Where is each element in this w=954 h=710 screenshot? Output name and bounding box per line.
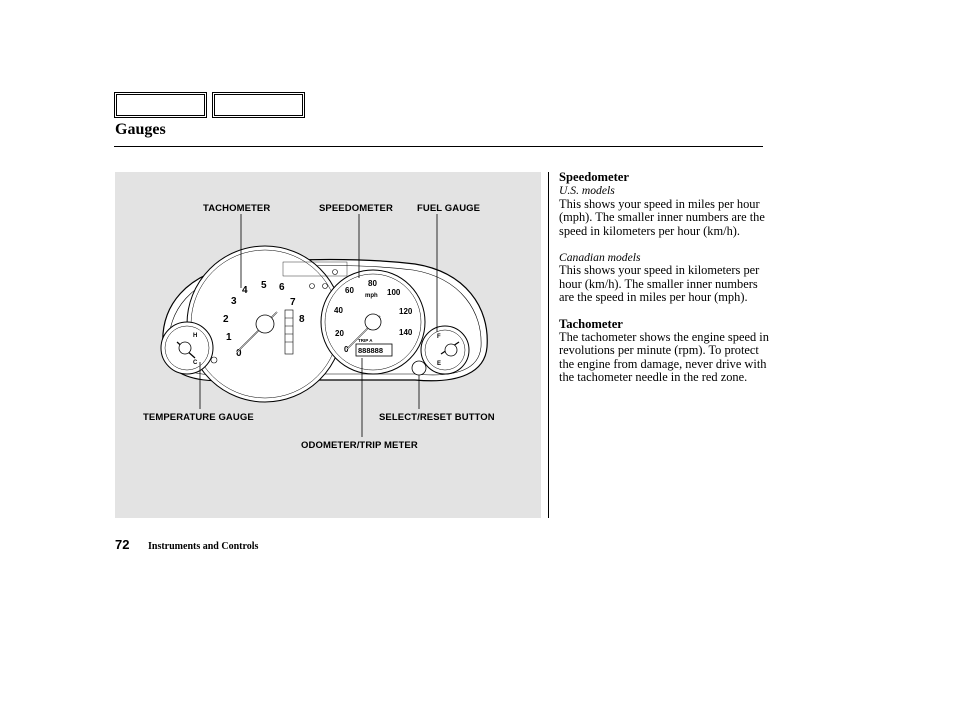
canadian-models-label: Canadian models (559, 251, 641, 265)
indicator-lamp-icon (332, 269, 338, 275)
speed-number-20: 20 (335, 329, 344, 338)
speedometer-hub (364, 313, 382, 331)
speed-number-140: 140 (399, 328, 413, 337)
fuel-full-label: F (437, 334, 441, 340)
temperature-cold-label: C (193, 360, 198, 366)
us-models-label: U.S. models (559, 184, 615, 198)
tachometer-description: The tachometer shows the engine speed in… (559, 330, 769, 385)
tachometer-numbers: 0 1 2 3 4 5 6 7 8 (223, 280, 305, 359)
speed-number-120: 120 (399, 307, 413, 316)
previous-page-button[interactable] (114, 92, 207, 118)
page-number: 72 (115, 537, 130, 552)
tach-number-3: 3 (231, 296, 237, 307)
tach-number-0: 0 (236, 348, 242, 359)
odometer-display (355, 343, 393, 357)
speed-number-40: 40 (334, 306, 343, 315)
tach-number-2: 2 (223, 314, 229, 325)
select-reset-knob (411, 360, 427, 376)
indicator-lamp-icon (309, 283, 315, 289)
description-column: Speedometer U.S. models This shows your … (559, 170, 769, 385)
trip-label: TRIP A (358, 338, 373, 343)
speed-number-100: 100 (387, 288, 401, 297)
speedometer-us-description: This shows your speed in miles per hour … (559, 196, 765, 238)
section-footer: Instruments and Controls (148, 541, 259, 552)
tach-number-8: 8 (299, 314, 305, 325)
odometer-trip-meter-callout: ODOMETER/TRIP METER (301, 440, 418, 451)
tachometer-heading: Tachometer (559, 316, 623, 331)
tachometer-callout: TACHOMETER (203, 203, 271, 214)
tach-number-1: 1 (226, 332, 232, 343)
select-reset-button-callout: SELECT/RESET BUTTON (379, 412, 495, 423)
speed-number-80: 80 (368, 279, 377, 288)
odometer-reading: 888888 (358, 346, 383, 355)
instrument-panel-figure: 0 1 2 3 4 5 6 7 8 0 20 40 60 (115, 172, 541, 518)
fuel-empty-label: E (437, 361, 441, 367)
tach-number-4: 4 (242, 285, 248, 296)
tach-number-5: 5 (261, 280, 267, 291)
brightness-knob (210, 356, 218, 364)
tach-number-7: 7 (290, 297, 296, 308)
warning-lamp-panel (282, 261, 348, 277)
gear-indicator-strip (284, 309, 294, 355)
temperature-gauge-callout: TEMPERATURE GAUGE (143, 412, 254, 423)
column-divider (548, 172, 549, 518)
speed-unit-label: mph (365, 293, 378, 299)
speedometer-callout: SPEEDOMETER (319, 203, 393, 214)
fuel-gauge-callout: FUEL GAUGE (417, 203, 481, 214)
title-divider (114, 146, 763, 147)
next-page-button[interactable] (212, 92, 305, 118)
instrument-cluster-illustration: 0 1 2 3 4 5 6 7 8 0 20 40 60 (160, 214, 488, 437)
speedometer-canada-description: This shows your speed in kilometers per … (559, 263, 760, 305)
tachometer-hub (255, 314, 275, 334)
speedometer-heading: Speedometer (559, 170, 629, 184)
speed-number-60: 60 (345, 286, 354, 295)
tach-number-6: 6 (279, 282, 285, 293)
temperature-hot-label: H (193, 333, 197, 339)
page-title: Gauges (115, 121, 166, 138)
indicator-lamp-icon (322, 283, 328, 289)
